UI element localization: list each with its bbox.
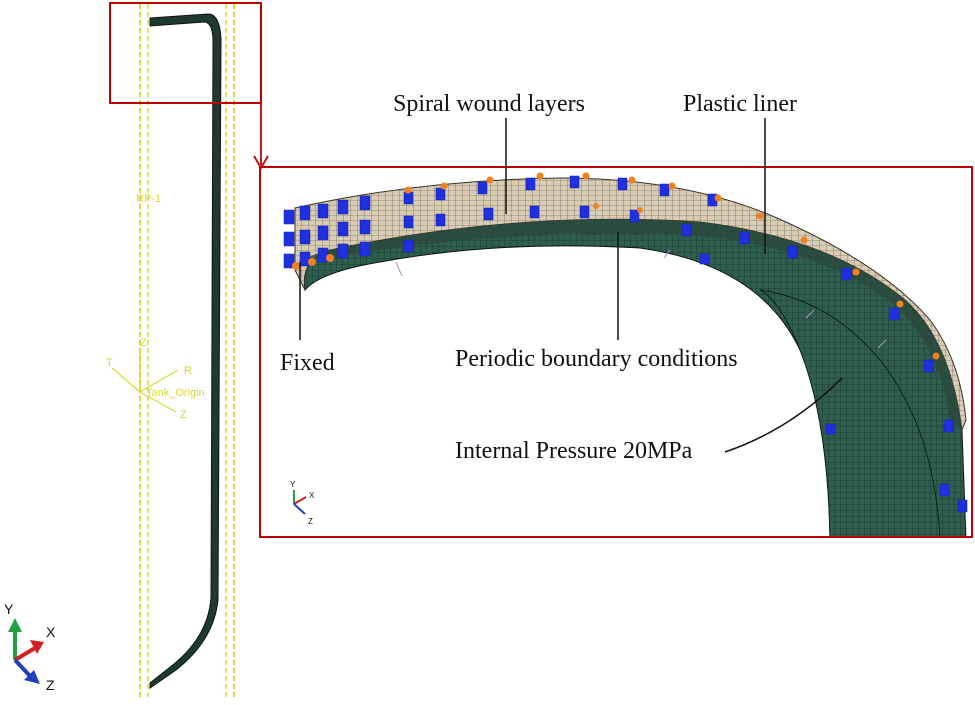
global-triad (8, 618, 44, 684)
rp-label: RP-1 (136, 193, 161, 205)
zoom-box-detail (259, 166, 973, 538)
triad-z-label: Z (46, 677, 55, 693)
label-internal-pressure: Internal Pressure 20MPa (455, 438, 693, 464)
origin-label: Tank_Origin (146, 387, 205, 399)
label-periodic-bc: Periodic boundary conditions (455, 346, 738, 372)
bc-markers (283, 172, 968, 513)
detail-triad-x: X (309, 491, 315, 500)
zoom-box-small (109, 2, 262, 104)
inner-face (759, 289, 941, 537)
csys-z2-label: Z (180, 409, 187, 421)
detail-triad-z: Z (308, 517, 313, 526)
csys-t-label: T (106, 357, 113, 369)
csys-r-label: R (184, 365, 192, 377)
triad-x-label: X (46, 624, 56, 640)
csys-z-label: Z (140, 337, 147, 349)
label-fixed: Fixed (280, 350, 335, 376)
model-csys (111, 348, 179, 413)
detail-triad-y: Y (290, 480, 296, 489)
detail-view (294, 177, 967, 537)
liner-profile (149, 13, 222, 689)
label-plastic-liner: Plastic liner (683, 91, 797, 117)
detail-triad (293, 490, 307, 515)
label-spiral-wound-layers: Spiral wound layers (393, 91, 585, 117)
triad-y-label: Y (4, 601, 14, 617)
leader-lines (299, 118, 843, 453)
